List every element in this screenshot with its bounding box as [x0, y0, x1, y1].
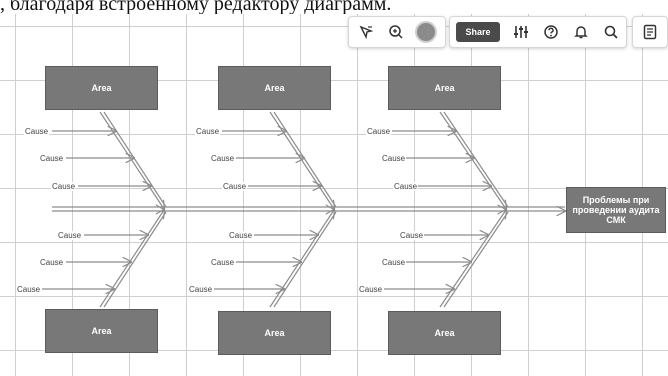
cause-label[interactable]: Cause — [39, 258, 65, 267]
cause-label[interactable]: Cause — [57, 231, 83, 240]
area-box-top-1[interactable]: Area — [45, 66, 158, 110]
sliders-icon[interactable] — [508, 19, 534, 45]
cause-label[interactable]: Cause — [195, 127, 221, 136]
collaboration-toolbar — [348, 16, 446, 48]
branch-line — [99, 210, 164, 308]
cause-label[interactable]: Cause — [366, 127, 392, 136]
add-comment-icon[interactable] — [383, 19, 409, 45]
cause-label[interactable]: Cause — [210, 154, 236, 163]
page-caption-text: , благодаря встроенному редактору диагра… — [0, 0, 392, 14]
avatar — [415, 21, 437, 43]
branch-line — [99, 111, 164, 209]
branch-line — [269, 210, 334, 308]
cause-label[interactable]: Cause — [24, 127, 50, 136]
cause-label[interactable]: Cause — [51, 182, 77, 191]
help-icon[interactable] — [538, 19, 564, 45]
bell-icon[interactable] — [568, 19, 594, 45]
branch-line — [103, 111, 167, 208]
area-box-top-2[interactable]: Area — [218, 66, 331, 110]
notes-toolbar — [632, 16, 668, 48]
cause-label[interactable]: Cause — [381, 154, 407, 163]
problem-head-box[interactable]: Проблемы при проведении аудита СМК — [566, 187, 666, 233]
cause-label[interactable]: Cause — [16, 285, 42, 294]
share-button[interactable]: Share — [456, 22, 500, 42]
branch-line — [439, 210, 506, 308]
cause-label[interactable]: Cause — [393, 182, 419, 191]
pointer-arrow-icon[interactable] — [353, 19, 379, 45]
search-icon[interactable] — [598, 19, 624, 45]
branch-line — [439, 111, 506, 209]
user-avatar-button[interactable] — [413, 19, 439, 45]
cause-label[interactable]: Cause — [210, 258, 236, 267]
branch-line — [269, 111, 334, 209]
area-box-bottom-1[interactable]: Area — [45, 309, 158, 353]
area-box-bottom-2[interactable]: Area — [218, 311, 331, 355]
main-toolbar: Share — [449, 16, 627, 48]
area-box-top-3[interactable]: Area — [388, 66, 501, 110]
cause-label[interactable]: Cause — [222, 182, 248, 191]
cause-label[interactable]: Cause — [358, 285, 384, 294]
cause-label[interactable]: Cause — [228, 231, 254, 240]
cause-label[interactable]: Cause — [381, 258, 407, 267]
branch-line — [103, 211, 167, 308]
cause-label[interactable]: Cause — [188, 285, 214, 294]
notes-icon[interactable] — [637, 19, 663, 45]
cause-label[interactable]: Cause — [399, 231, 425, 240]
cause-label[interactable]: Cause — [39, 154, 65, 163]
area-box-bottom-3[interactable]: Area — [388, 311, 501, 355]
